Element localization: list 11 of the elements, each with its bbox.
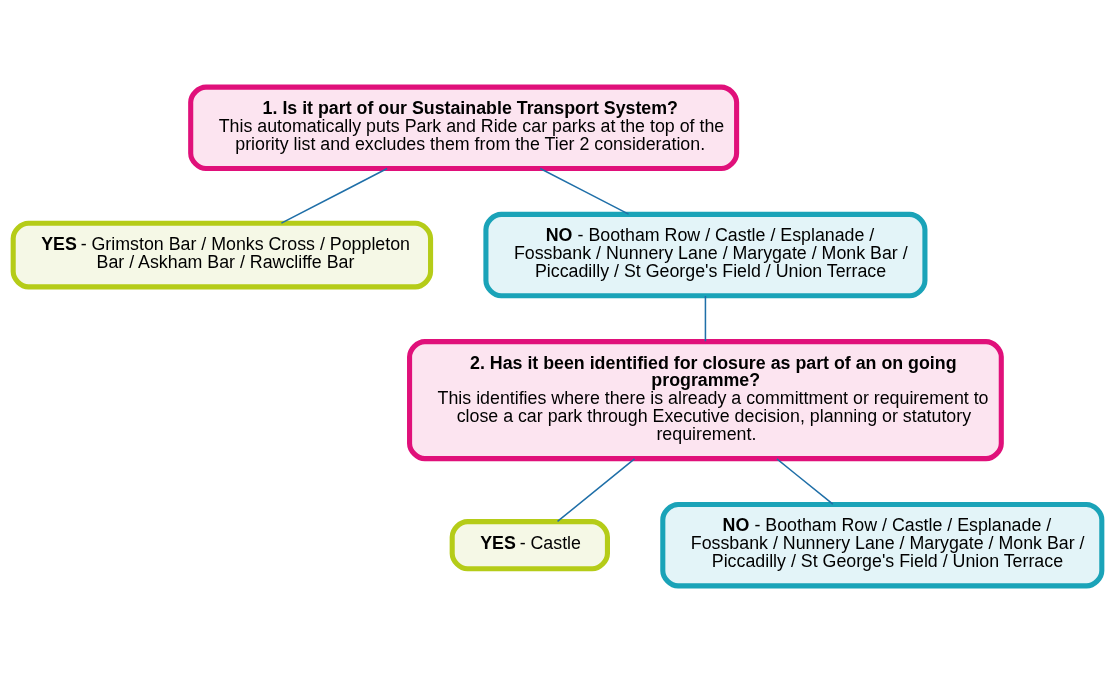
connector [556,458,636,523]
node-box: 1. Is it part of our Sustainable Transport System? This automatically puts Park and Ride car parks at the top of the priority list and excludes them from the Tier 2 consideration. [188,84,740,172]
connector [704,295,707,343]
node-box: YES - Castle [449,519,610,572]
node-box: YES - Grimston Bar / Monks Cross / Poppleton Bar / Askham Bar / Rawcliffe Bar [10,220,434,290]
node-box: 2. Has it been identified for closure as part of an on going programme? This identifies where there is already a committment or requirement to close a car park through Executive decision, planning or statutory requirement. [407,339,1004,462]
connector [539,167,630,215]
connector [776,458,834,505]
node-box: NO - Bootham Row / Castle / Esplanade / Fossbank / Nunnery Lane / Marygate / Monk Bar / Piccadilly / St George's Field / Union Terrace [660,501,1105,589]
connector [280,167,388,224]
node-box: NO - Bootham Row / Castle / Esplanade / Fossbank / Nunnery Lane / Marygate / Monk Bar / Piccadilly / St George's Field / Union Terrace [483,211,928,299]
